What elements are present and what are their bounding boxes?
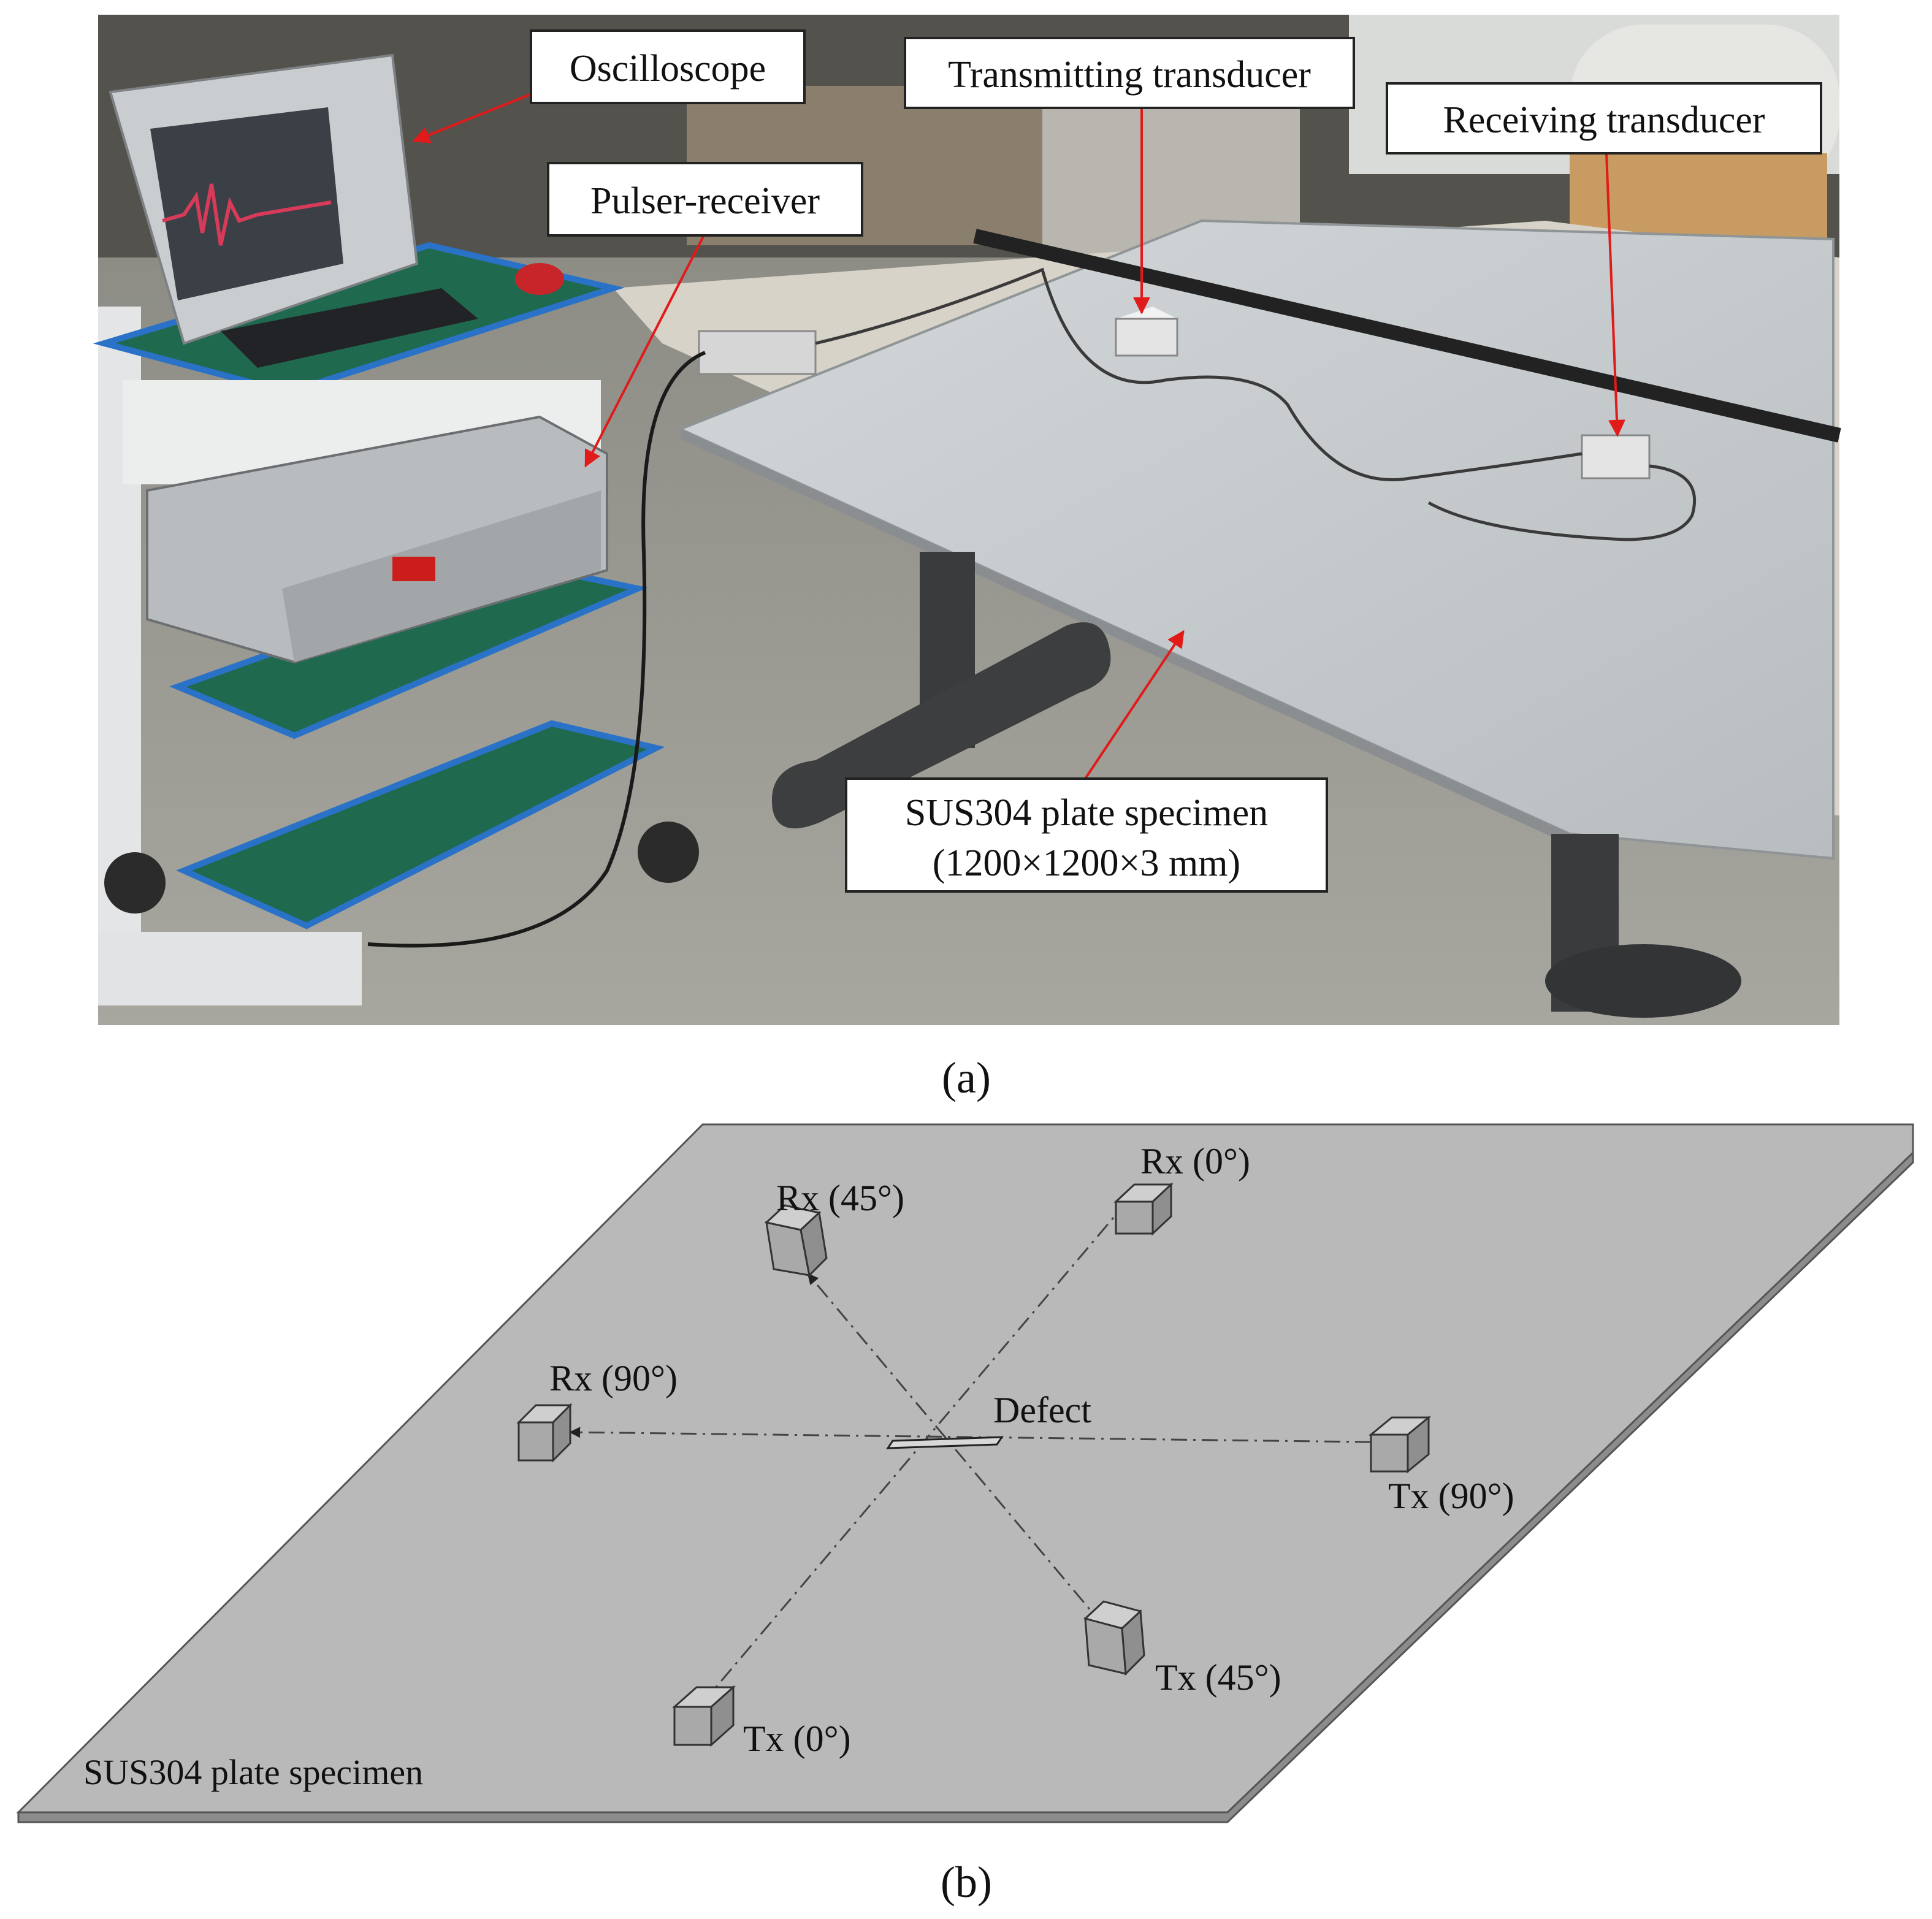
cube-tx-0 [672, 1685, 736, 1747]
tx45-front [1084, 1617, 1127, 1675]
cable-to-rx [1427, 464, 1697, 541]
callout-transmitting-box [904, 37, 1355, 109]
cart-wheel-left [104, 852, 166, 914]
callout-specimen-line2: (1200×1200×3 mm) [933, 842, 1240, 884]
cube-rx-90 [516, 1403, 573, 1463]
tx0-side [710, 1685, 735, 1747]
label-rx-0: Rx (0°) [1140, 1141, 1250, 1181]
plate-surface [16, 1123, 1914, 1814]
defect-slot [886, 1436, 1004, 1449]
callout-receiving-text: Receiving transducer [1443, 99, 1765, 141]
panel-b-diagram [16, 1123, 1914, 1823]
callout-receiving: Receiving transducer [1386, 82, 1822, 155]
cable-down [367, 351, 706, 948]
callout-transmitting-text: Transmitting transducer [948, 54, 1311, 96]
pulser-receiver-display [392, 557, 435, 581]
oscilloscope-waveform [162, 183, 332, 246]
rx90-front [517, 1421, 554, 1462]
cart-wheel-right [638, 822, 699, 883]
preamplifier-box [698, 330, 817, 375]
keyboard [221, 288, 478, 368]
cube-tx-45 [1083, 1600, 1145, 1676]
receiving-transducer-block [1581, 434, 1651, 479]
callout-pulser-receiver-text: Pulser-receiver [590, 180, 820, 222]
rx90-side [552, 1403, 571, 1463]
plate-front-edge [681, 429, 1570, 845]
red-mouse [515, 263, 564, 295]
transmitting-transducer-block [1115, 307, 1178, 357]
tx90-side [1407, 1415, 1430, 1474]
callout-oscilloscope: Oscilloscope [530, 29, 806, 104]
label-defect: Defect [993, 1390, 1091, 1430]
cart-shelf-low [176, 720, 665, 929]
rx-block-body [1581, 434, 1651, 479]
panel-a-caption: (a) [942, 1053, 991, 1102]
callout-receiving-box [1386, 82, 1822, 155]
path-0deg [700, 1200, 1128, 1705]
cable-main [815, 267, 1583, 481]
pulser-receiver-device [146, 415, 608, 664]
path-90deg [569, 1427, 1372, 1443]
tx45-side [1121, 1609, 1145, 1676]
tx90-front [1370, 1433, 1409, 1473]
cube-rx-45 [764, 1204, 828, 1278]
arrow-receiving [1605, 153, 1626, 437]
tx-block-body [1115, 318, 1178, 357]
rx0-side [1151, 1182, 1172, 1236]
callout-specimen-box [845, 777, 1328, 893]
oscilloscope-screen [150, 107, 343, 300]
callout-oscilloscope-text: Oscilloscope [570, 48, 766, 90]
callout-pulser-receiver-box [547, 162, 863, 237]
tx0-front [673, 1706, 712, 1746]
label-tx-45: Tx (45°) [1155, 1657, 1281, 1698]
guide-rail [973, 229, 1841, 443]
callout-pulser-receiver: Pulser-receiver [547, 162, 863, 237]
label-tx-90: Tx (90°) [1388, 1476, 1514, 1516]
cube-tx-90 [1368, 1415, 1432, 1474]
callout-specimen: SUS304 plate specimen (1200×1200×3 mm) [845, 777, 1328, 893]
arrow-oscilloscope [412, 92, 534, 143]
label-tx-0: Tx (0°) [743, 1719, 851, 1759]
cube-rx-0 [1113, 1182, 1174, 1236]
path-45deg [807, 1273, 1105, 1627]
pulser-receiver-front [282, 490, 601, 662]
arrow-pulser-receiver [584, 232, 706, 468]
table-foot-right [1545, 944, 1741, 1018]
table-foot-left [771, 622, 1111, 829]
plate-specimen-label: SUS304 plate specimen [83, 1752, 423, 1792]
arrow-specimen [1084, 630, 1185, 780]
oscilloscope-device [109, 53, 564, 368]
cart-base [98, 932, 362, 1005]
label-rx-90: Rx (90°) [549, 1358, 678, 1398]
callout-transmitting: Transmitting transducer [904, 37, 1355, 109]
label-rx-45: Rx (45°) [776, 1178, 904, 1218]
rx45-side [800, 1210, 828, 1278]
callout-specimen-line1: SUS304 plate specimen [905, 792, 1268, 834]
panel-b-caption: (b) [941, 1858, 992, 1907]
callout-oscilloscope-box [530, 29, 806, 104]
panel-a-arrows [412, 92, 1626, 780]
rx0-front [1115, 1200, 1154, 1235]
